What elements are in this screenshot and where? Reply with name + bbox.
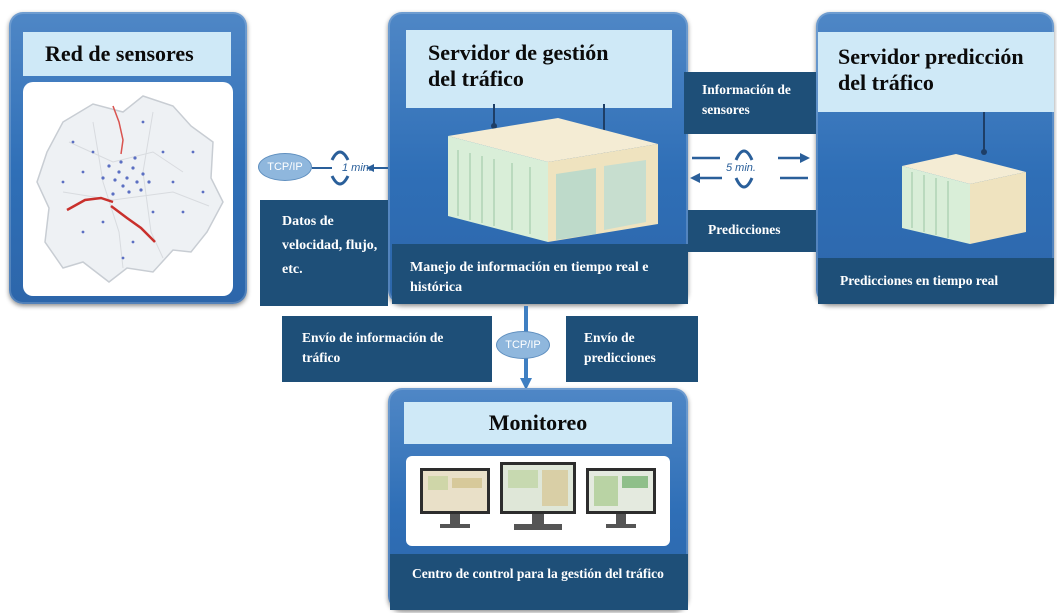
right-interval-label: 5 min. (726, 162, 756, 174)
sensor-map-area (23, 82, 233, 296)
send-traffic-info-label: Envío de información de tráfico (282, 316, 492, 382)
prediction-server-title: Servidor predicción del tráfico (818, 32, 1054, 112)
management-server-panel: Servidor de gestión del tráfico Manejo d… (388, 12, 688, 304)
server-rack-icon (448, 104, 658, 242)
left-sync-icon (312, 150, 388, 186)
management-server-caption: Manejo de información en tiempo real e h… (392, 244, 688, 304)
monitoring-title: Monitoreo (404, 402, 672, 444)
prediction-server-icon (902, 112, 1026, 244)
monitoring-screens-area (406, 456, 670, 546)
send-predictions-label: Envío de predicciones (566, 316, 698, 382)
sensor-network-panel: Red de sensores (9, 12, 247, 304)
sensor-info-label: Información de sensores (684, 72, 816, 134)
tcp-ip-left-badge: TCP/IP (258, 153, 312, 181)
monitoring-caption: Centro de control para la gestión del tr… (390, 554, 688, 610)
monitoring-panel: Monitoreo (388, 388, 688, 610)
sensor-map (36, 95, 224, 283)
prediction-server-caption: Predicciones en tiempo real (818, 258, 1054, 304)
sensor-data-label: Datos de velocidad, flujo, etc. (260, 200, 388, 306)
sensor-network-title: Red de sensores (23, 32, 231, 76)
management-server-title: Servidor de gestión del tráfico (406, 30, 672, 108)
tcp-ip-bottom-badge: TCP/IP (496, 331, 550, 359)
right-sync-icon (690, 149, 810, 189)
prediction-server-panel: Servidor predicción del tráfico Predicci… (816, 12, 1054, 304)
left-interval-label: 1 min. (342, 162, 372, 174)
predictions-label: Predicciones (688, 210, 816, 252)
monitor-screens-icon (420, 462, 656, 530)
